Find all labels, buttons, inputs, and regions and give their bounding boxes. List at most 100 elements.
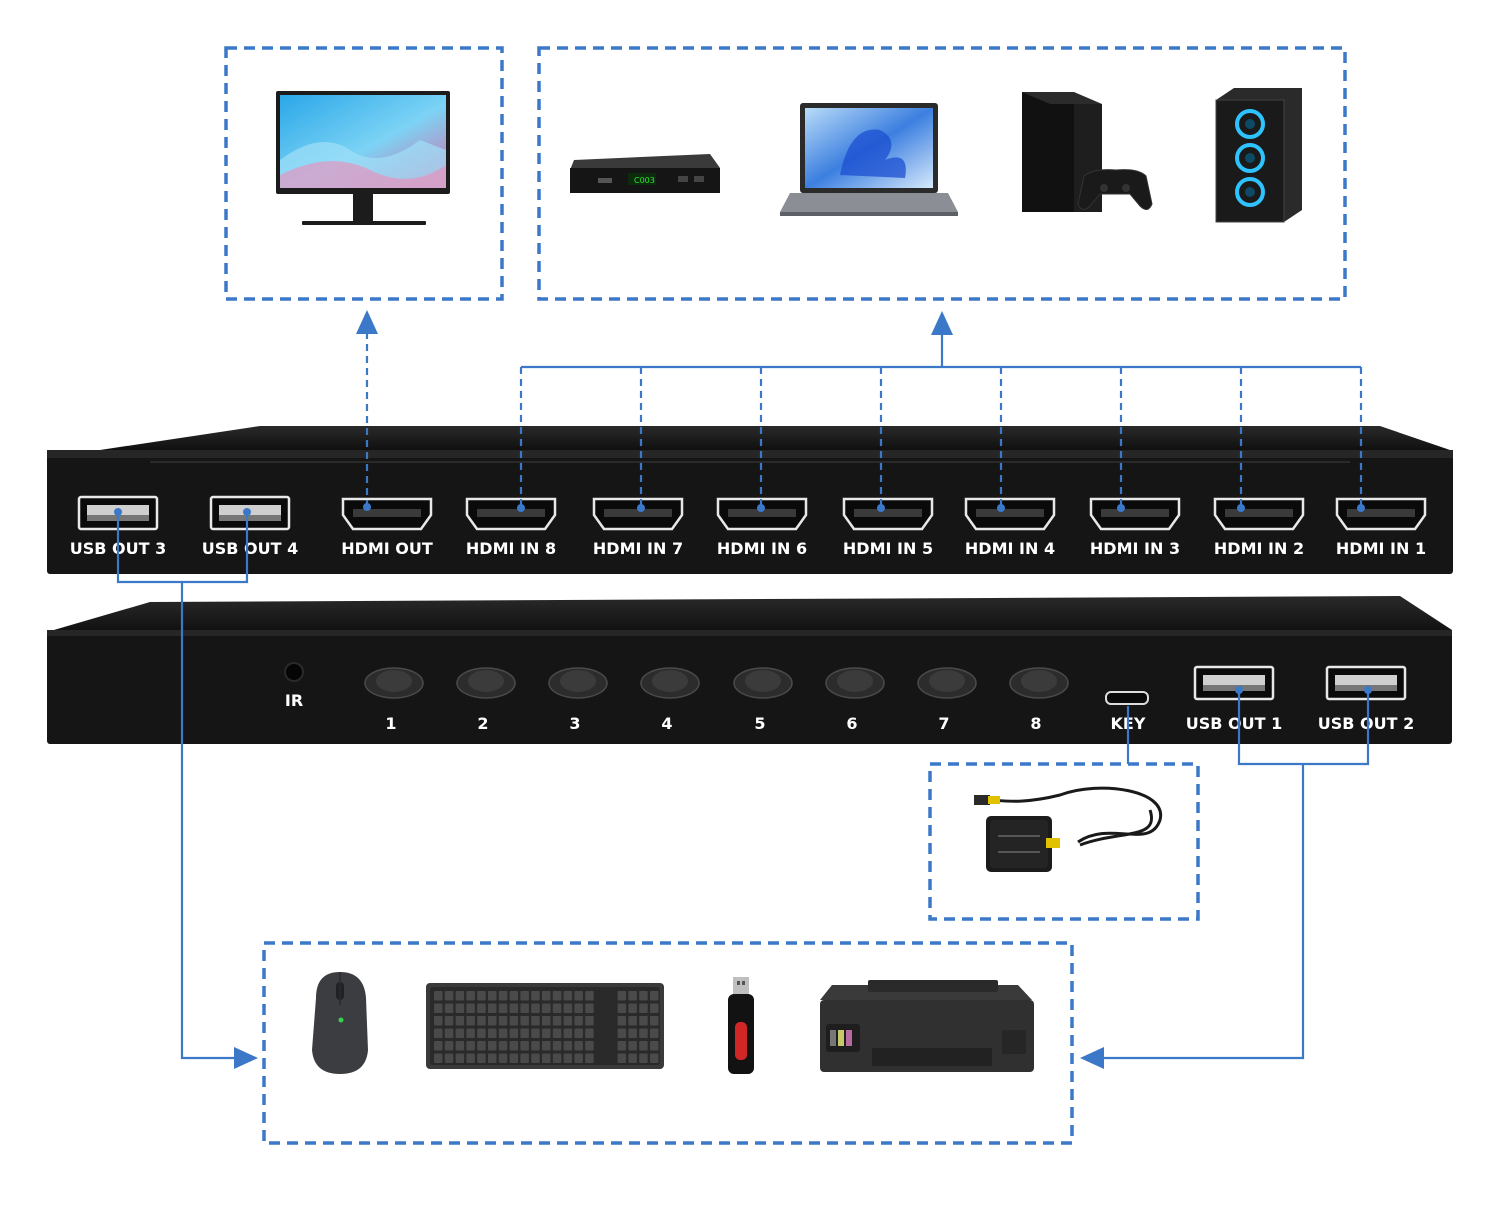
arrow-left-icon xyxy=(1080,1047,1104,1069)
button-number-label: 7 xyxy=(938,714,949,733)
key-cap xyxy=(639,1003,648,1013)
key-cap xyxy=(444,1028,454,1038)
port-label: HDMI IN 6 xyxy=(717,539,807,558)
display-group-box xyxy=(224,46,504,301)
connection-dot xyxy=(114,508,122,516)
key-cap xyxy=(477,991,486,1001)
key-cap xyxy=(585,1041,594,1051)
hdmi-port-icon[interactable] xyxy=(465,497,557,531)
select-button-2[interactable]: 2 xyxy=(456,667,516,733)
key-cap xyxy=(531,991,540,1001)
key-cap xyxy=(509,1028,519,1038)
key-port-icon[interactable] xyxy=(1105,691,1149,705)
usb-devices-group-box xyxy=(262,941,1074,1145)
key-cap xyxy=(509,1053,519,1063)
select-button-3[interactable]: 3 xyxy=(548,667,608,733)
port-hdmi-in-2[interactable]: HDMI IN 2 xyxy=(1213,497,1305,558)
key-cap xyxy=(542,991,551,1001)
key-cap xyxy=(542,1028,551,1038)
key-cap xyxy=(455,1041,465,1051)
key-cap xyxy=(574,991,583,1001)
key-cap xyxy=(542,1016,551,1026)
usb-left-link-line xyxy=(180,582,236,1060)
key-cap xyxy=(552,991,562,1001)
port-hdmi-in-7[interactable]: HDMI IN 7 xyxy=(592,497,684,558)
port-usb-out-4[interactable]: USB OUT 4 xyxy=(202,495,299,558)
desktop-pc-icon xyxy=(1215,88,1302,223)
connection-dot xyxy=(243,508,251,516)
key-cap xyxy=(434,991,443,1001)
arrow-up-icon xyxy=(931,311,953,335)
key-cap xyxy=(628,1028,637,1038)
key-cap xyxy=(444,1016,454,1026)
key-cap xyxy=(639,1053,648,1063)
key-cap xyxy=(639,1041,648,1051)
laptop-icon xyxy=(780,103,958,216)
select-button-5[interactable]: 5 xyxy=(733,667,793,733)
button-number-label: 8 xyxy=(1030,714,1041,733)
usb-right-link-line xyxy=(1104,764,1305,1060)
port-label: HDMI IN 7 xyxy=(593,539,683,558)
hdmi-port-icon[interactable] xyxy=(716,497,808,531)
key-cap xyxy=(466,1028,475,1038)
key-cap xyxy=(552,1016,562,1026)
hdmi-port-icon[interactable] xyxy=(842,497,934,531)
select-button-6[interactable]: 6 xyxy=(825,667,885,733)
select-button-8[interactable]: 8 xyxy=(1009,667,1069,733)
key-cap xyxy=(434,1016,443,1026)
port-hdmi-in-5[interactable]: HDMI IN 5 xyxy=(842,497,934,558)
keyboard-icon xyxy=(426,983,664,1069)
connection-dot xyxy=(997,504,1005,512)
hdmi-port-icon[interactable] xyxy=(592,497,684,531)
connection-dot xyxy=(1357,504,1365,512)
button-number-label: 6 xyxy=(846,714,857,733)
key-cap xyxy=(520,1028,529,1038)
connection-dot xyxy=(1364,686,1372,694)
select-button-1[interactable]: 1 xyxy=(364,667,424,733)
port-hdmi-in-3[interactable]: HDMI IN 3 xyxy=(1089,497,1181,558)
port-hdmi-in-1[interactable]: HDMI IN 1 xyxy=(1335,497,1427,558)
port-usb-out-1[interactable]: USB OUT 1 xyxy=(1186,665,1283,733)
port-usb-out-2[interactable]: USB OUT 2 xyxy=(1318,665,1415,733)
port-hdmi-out[interactable]: HDMI OUT xyxy=(341,497,433,558)
key-cap xyxy=(563,1053,573,1063)
port-hdmi-in-8[interactable]: HDMI IN 8 xyxy=(465,497,557,558)
hdmi-port-icon[interactable] xyxy=(1089,497,1181,531)
key-cap xyxy=(639,991,648,1001)
key-cap xyxy=(434,1041,443,1051)
usb-port-icon[interactable] xyxy=(1193,665,1275,701)
key-cap xyxy=(552,1003,562,1013)
key-cap xyxy=(488,1003,497,1013)
key-cap xyxy=(542,1053,551,1063)
key-cap xyxy=(488,1016,497,1026)
hdmi-port-icon[interactable] xyxy=(341,497,433,531)
key-cap xyxy=(585,1053,594,1063)
port-hdmi-in-4[interactable]: HDMI IN 4 xyxy=(964,497,1056,558)
hdmi-port-icon[interactable] xyxy=(964,497,1056,531)
key-cap xyxy=(531,1053,540,1063)
key-cap xyxy=(444,991,454,1001)
key-cap xyxy=(477,1041,486,1051)
key-cap xyxy=(574,1028,583,1038)
key-cap xyxy=(574,1041,583,1051)
key-cap xyxy=(628,1053,637,1063)
select-button-7[interactable]: 7 xyxy=(917,667,977,733)
key-accessory-group-box xyxy=(928,762,1200,921)
port-hdmi-in-6[interactable]: HDMI IN 6 xyxy=(716,497,808,558)
select-button-4[interactable]: 4 xyxy=(640,667,700,733)
hdmi-port-icon[interactable] xyxy=(1213,497,1305,531)
svg-text:C003: C003 xyxy=(634,176,655,185)
key-cap xyxy=(488,1053,497,1063)
key-cap xyxy=(628,1016,637,1026)
port-label: HDMI IN 1 xyxy=(1336,539,1426,558)
key-cap xyxy=(509,1041,519,1051)
key-cap xyxy=(498,1003,508,1013)
key-cap xyxy=(520,1053,529,1063)
hdmi-port-icon[interactable] xyxy=(1335,497,1427,531)
key-cap xyxy=(455,1053,465,1063)
usb-port-icon[interactable] xyxy=(1325,665,1407,701)
key-cap xyxy=(585,1028,594,1038)
printer-icon xyxy=(820,980,1034,1072)
key-cap xyxy=(477,1003,486,1013)
key-cap xyxy=(563,1041,573,1051)
